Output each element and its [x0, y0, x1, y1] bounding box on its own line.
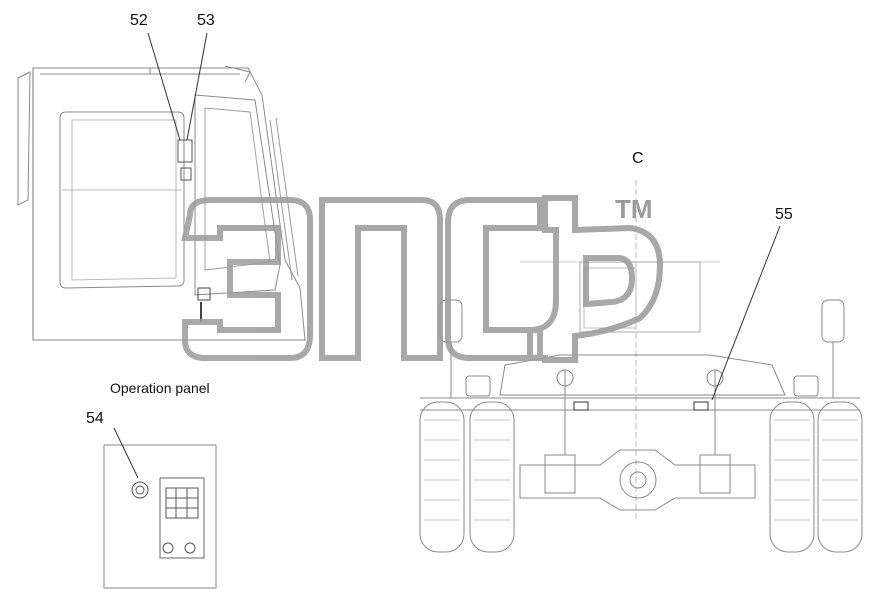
watermark-tm: TM	[615, 194, 653, 224]
callout-53: 53	[197, 12, 215, 29]
operation-panel-caption: Operation panel	[110, 380, 210, 396]
chassis-drawing	[419, 180, 863, 553]
callout-55: 55	[775, 206, 793, 223]
watermark-logo	[181, 195, 664, 363]
callout-54: 54	[86, 410, 104, 427]
view-label-c: C	[632, 150, 644, 167]
operation-panel-drawing	[103, 427, 217, 589]
callout-52: 52	[130, 12, 148, 29]
